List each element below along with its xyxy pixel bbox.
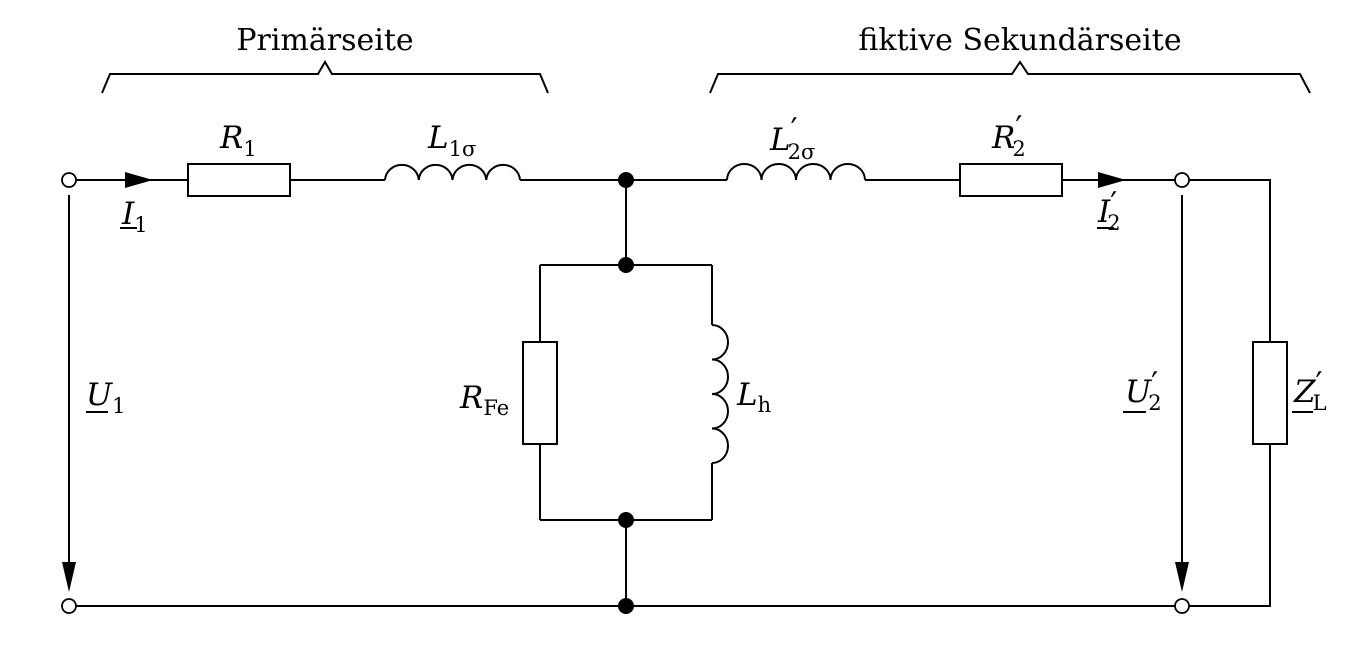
- current-arrow-i1: [125, 172, 153, 188]
- current-arrow-i2: [1098, 172, 1126, 188]
- voltage-arrow-u1-head: [62, 562, 76, 592]
- top-wire: [76, 179, 1271, 607]
- label-rfe: RFe: [459, 380, 509, 420]
- impedance-zl: [1252, 341, 1288, 445]
- junction-dot-bottom: [618, 598, 634, 614]
- junction-dot-shunt-bottom: [618, 512, 634, 528]
- label-l1sigma: L1σ: [427, 120, 476, 161]
- voltage-arrow-u2-head: [1175, 562, 1189, 592]
- inductor-l2sigma: [726, 163, 866, 181]
- inductor-l1sigma: [384, 163, 521, 181]
- terminal-secondary-top: [1174, 172, 1190, 188]
- primary-heading: Primärseite: [236, 23, 413, 58]
- label-zl: Z′L: [1293, 366, 1327, 415]
- secondary-brace: [709, 60, 1311, 94]
- label-r2: R′2: [991, 110, 1026, 161]
- junction-dot-shunt-top: [618, 257, 634, 273]
- label-u1: U1: [86, 377, 126, 418]
- shunt-wires: [539, 180, 713, 606]
- junction-dot-top: [618, 172, 634, 188]
- resistor-rfe: [522, 341, 558, 445]
- inductor-lh: [711, 324, 729, 464]
- label-u2: U′2: [1125, 366, 1162, 415]
- resistor-r2: [959, 163, 1063, 197]
- label-r1: R1: [219, 120, 257, 161]
- label-l2sigma: L′2σ: [769, 112, 815, 164]
- terminal-primary-top: [61, 172, 77, 188]
- label-i1: I1: [121, 196, 148, 237]
- terminal-primary-bottom: [61, 598, 77, 614]
- secondary-heading: fiktive Sekundärseite: [858, 23, 1181, 58]
- label-lh: Lh: [736, 377, 771, 417]
- resistor-r1: [187, 163, 291, 197]
- primary-brace: [101, 60, 549, 94]
- terminal-secondary-bottom: [1174, 598, 1190, 614]
